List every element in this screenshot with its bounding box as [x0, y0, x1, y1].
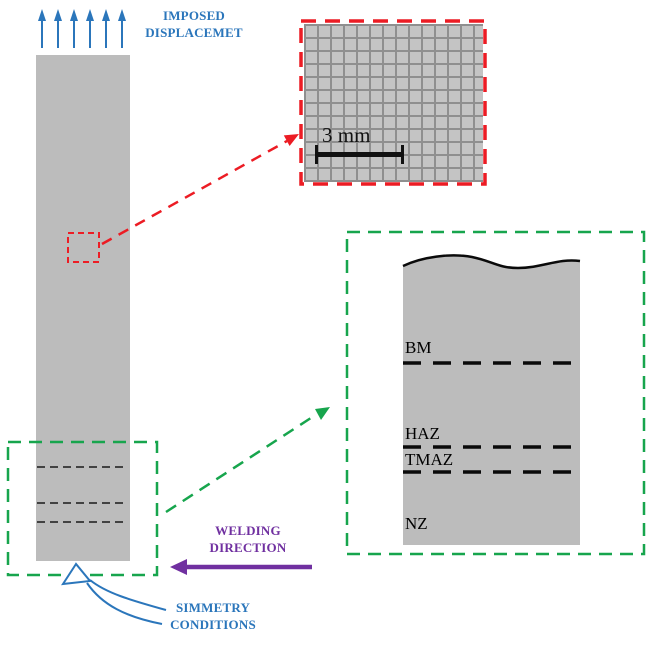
welding-direction-label: WELDING DIRECTION	[198, 523, 298, 557]
imposed-displacement-line1: IMPOSED	[162, 8, 226, 23]
imposed-displacement-arrows-icon	[38, 9, 126, 48]
welding-direction-line1: WELDING	[215, 523, 281, 538]
zone-label-haz: HAZ	[405, 424, 440, 443]
zone-label-bm: BM	[405, 338, 432, 357]
welding-direction-arrow	[170, 559, 312, 575]
specimen-rect	[36, 55, 130, 561]
mesh-inset-border	[299, 19, 487, 186]
symmetry-region-box	[6, 440, 159, 577]
mesh-sample-region-box	[67, 232, 100, 263]
specimen-zone-lines	[37, 466, 128, 523]
scale-bar-label: 3 mm	[322, 123, 371, 147]
scale-bar-right-tick	[401, 145, 404, 164]
zones-inset-border	[345, 230, 646, 556]
zones-cross-section	[403, 255, 580, 546]
symmetry-conditions-label: SIMMETRY CONDITIONS	[160, 600, 266, 634]
mesh-leader-arrow	[101, 134, 299, 246]
zone-label-nz: NZ	[405, 514, 428, 533]
scale-bar-left-tick	[315, 145, 318, 164]
symmetry-leader-arrow	[61, 562, 167, 625]
welding-direction-line2: DIRECTION	[209, 539, 287, 555]
scale-bar	[317, 152, 402, 157]
zones-top-surface-curve	[402, 254, 581, 270]
zones-leader-arrow	[165, 407, 330, 514]
imposed-displacement-line2: DISPLACEMET	[145, 24, 243, 40]
imposed-displacement-label: IMPOSED DISPLACEMET	[140, 8, 248, 42]
symmetry-conditions-line2: CONDITIONS	[170, 616, 256, 632]
zone-label-tmaz: TMAZ	[405, 450, 454, 469]
symmetry-conditions-line1: SIMMETRY	[175, 600, 251, 615]
mesh-zoom-inset	[304, 24, 483, 182]
